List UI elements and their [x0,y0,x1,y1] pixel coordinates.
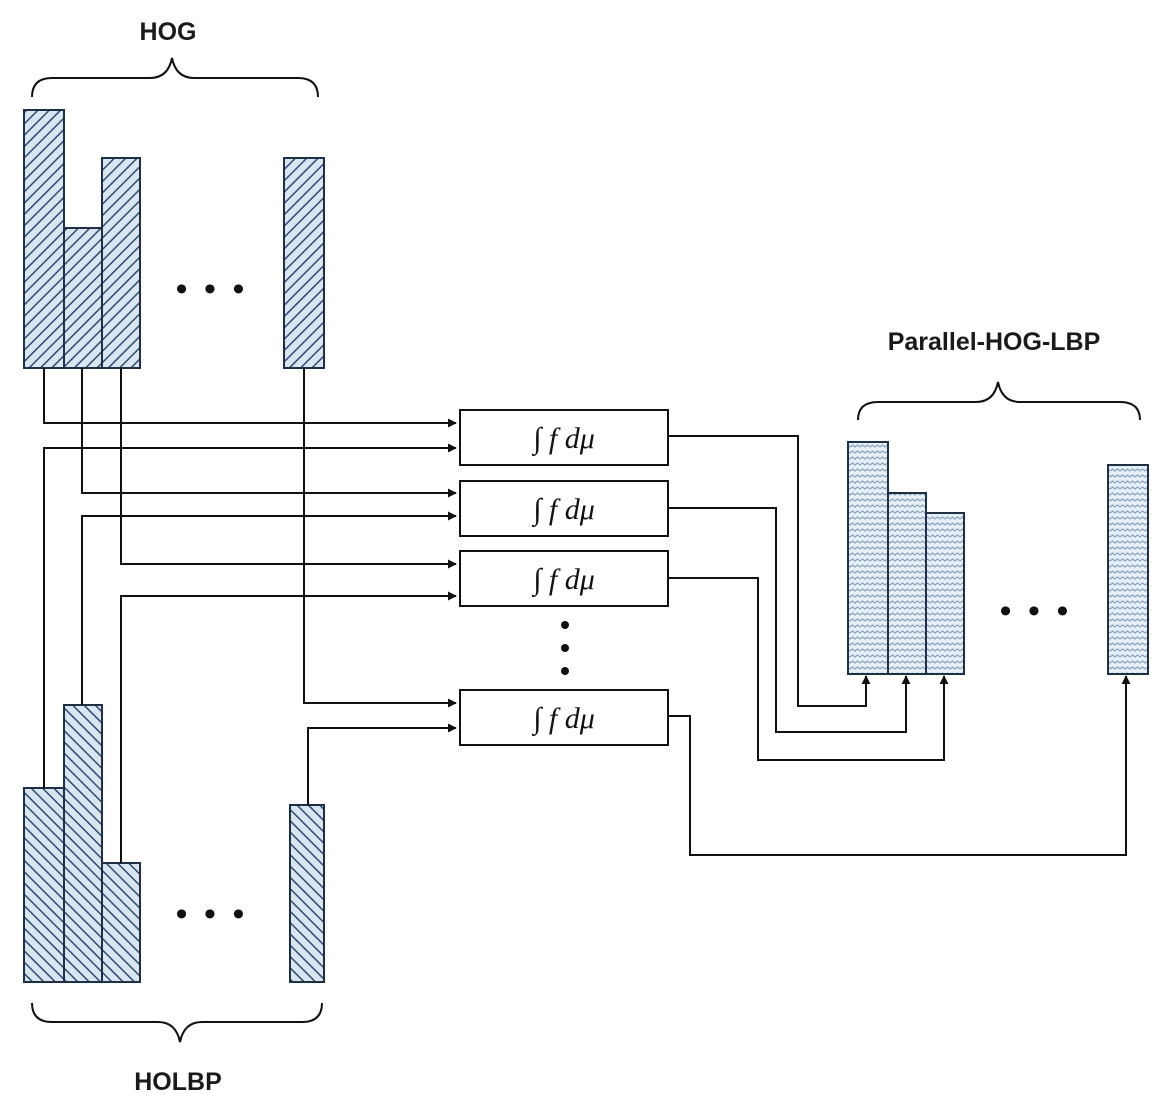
wire-holbp-3 [120,591,457,863]
wire-holbp-1 [43,443,457,788]
parallel-ellipsis: • • • [1000,593,1073,630]
parallel-bar-3 [925,512,965,675]
wire-out-1 [668,435,871,707]
holbp-brace [31,1002,323,1043]
wire-hog-1 [43,368,457,428]
holbp-bar-n [289,804,325,983]
parallel-brace [857,381,1141,421]
fusion-formula-n: ∫ f dμ [531,702,595,737]
holbp-bar-3 [101,862,141,983]
parallel-bar-n [1107,464,1149,675]
hog-brace [31,57,319,98]
wire-hog-3 [120,368,457,569]
fusion-box-3: ∫ f dμ [459,550,669,607]
fusion-formula-3: ∫ f dμ [531,563,595,598]
hog-bar-3 [101,157,141,369]
wire-out-n [668,675,1131,856]
fusion-box-n: ∫ f dμ [459,689,669,746]
wire-out-3 [668,577,949,761]
holbp-ellipsis: • • • [176,896,249,933]
holbp-label: HOLBP [134,1068,222,1096]
hog-bar-2 [63,227,103,369]
parallel-bar-2 [887,492,927,675]
vertical-ellipsis [561,621,569,675]
fusion-formula-1: ∫ f dμ [531,422,595,457]
wire-out-2 [668,507,911,733]
holbp-bar-2 [63,704,103,983]
hog-bar-1 [23,109,65,369]
wire-holbp-2 [81,511,457,705]
wire-holbp-n [307,723,457,805]
hog-bar-n [283,157,325,369]
parallel-label: Parallel-HOG-LBP [888,328,1101,356]
parallel-bar-1 [847,441,889,675]
wire-hog-2 [81,368,457,498]
hog-ellipsis: • • • [176,271,249,308]
fusion-formula-2: ∫ f dμ [531,493,595,528]
fusion-box-2: ∫ f dμ [459,480,669,537]
wire-hog-n [303,368,457,708]
fusion-box-1: ∫ f dμ [459,409,669,466]
holbp-bar-1 [23,787,65,983]
hog-label: HOG [140,18,197,46]
